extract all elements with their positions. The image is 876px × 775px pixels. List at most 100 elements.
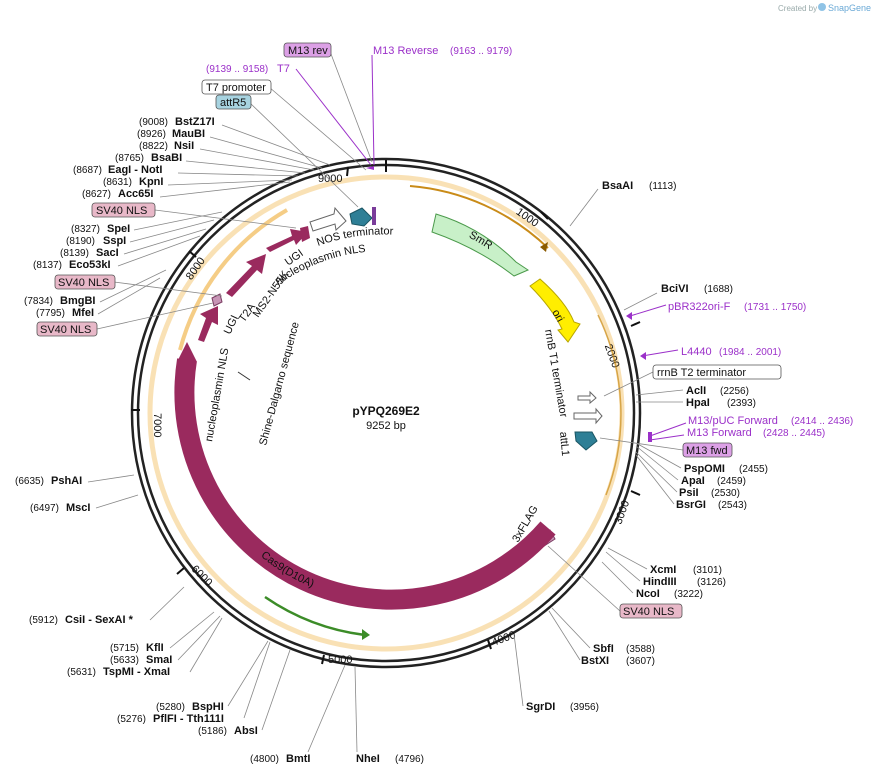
tick-label-3000: 3000 (613, 499, 633, 526)
site-bstxi: BstXI (581, 655, 609, 667)
m13-fwd-box (682, 442, 733, 458)
site-nhei: NheI (356, 753, 380, 765)
svg-text:(5280): (5280) (156, 702, 185, 713)
plasmid-length: 9252 bp (366, 420, 406, 432)
svg-text:(1113): (1113) (649, 181, 676, 192)
site-bsrgi: BsrGI (676, 499, 706, 511)
site-csii-sexai: CsiI - SexAI * (65, 614, 134, 626)
svg-text:(8139): (8139) (60, 248, 89, 259)
svg-text:(2530): (2530) (711, 488, 740, 499)
site-sspi: SspI (103, 235, 126, 247)
snapgene-credit: Created by SnapGene (778, 3, 871, 13)
svg-text:(5276): (5276) (117, 714, 146, 725)
svg-text:(1984 .. 2001): (1984 .. 2001) (719, 347, 781, 358)
site-mfei: MfeI (72, 307, 94, 319)
shine-dalgarno-marker (237, 371, 251, 381)
svg-text:(8822): (8822) (139, 141, 168, 152)
snapgene-brand: SnapGene (828, 3, 871, 13)
ori-feature-arrow[interactable] (529, 278, 581, 343)
site-msci: MscI (66, 502, 90, 514)
site-pspomi: PspOMI (684, 463, 725, 475)
backbone-highlight (147, 174, 625, 652)
rrnb-t1-terminator-arrow[interactable] (577, 390, 597, 405)
site-apai: ApaI (681, 475, 705, 487)
attr5-label: attR5 (220, 97, 246, 109)
svg-text:(2256): (2256) (720, 386, 749, 397)
site-bstz17i: BstZ17I (175, 116, 215, 128)
primer-m13-reverse: M13 Reverse (373, 45, 438, 57)
left-highlight-arc (178, 208, 288, 351)
cas9-arc[interactable] (174, 358, 556, 610)
site-acc65i: Acc65I (118, 188, 153, 200)
sites-right: BsaAI (1113) BciVI (1688) AclI (2256) Hp… (513, 180, 768, 713)
svg-text:(2543): (2543) (718, 500, 747, 511)
tick-label-2000: 2000 (602, 343, 622, 370)
t7-promoter-box (201, 79, 272, 95)
t7-promoter-label: T7 promoter (206, 82, 266, 94)
svg-text:(7795): (7795) (36, 308, 65, 319)
sv40-nls-label-1: SV40 NLS (96, 205, 147, 217)
shine-dalgarno-label: Shine-Dalgarno sequence (257, 321, 302, 447)
site-absi: AbsI (234, 725, 258, 737)
sites-bottom: (4800) BmtI NheI (4796) (250, 664, 424, 765)
nos-terminator-arrow[interactable] (309, 206, 347, 232)
attr5-box (215, 94, 252, 110)
site-nsii: NsiI (174, 140, 194, 152)
svg-text:(2428 .. 2445): (2428 .. 2445) (763, 428, 825, 439)
primer-m13-puc-forward: M13/pUC Forward (688, 415, 778, 427)
svg-text:(8631): (8631) (103, 177, 132, 188)
rrnb-t2-terminator-arrow[interactable] (573, 407, 603, 425)
svg-text:(9163 .. 9179): (9163 .. 9179) (450, 46, 512, 57)
svg-text:(3607): (3607) (626, 656, 655, 667)
m13-fwd-label: M13 fwd (686, 445, 728, 457)
snapgene-logo-icon (818, 3, 826, 11)
site-bsphi: BspHI (192, 701, 224, 713)
site-kfli: KflI (146, 642, 164, 654)
m13-rev-label: M13 rev (288, 45, 328, 57)
sites-left: (9008) BstZ17I (8926) MauBI (8822) NsiI … (15, 116, 331, 737)
plasmid-name: pYPQ269E2 (352, 404, 420, 418)
nucleoplasmin-nls-arrow-lower[interactable] (198, 306, 218, 342)
site-hpai: HpaI (686, 397, 710, 409)
ori-label: ori (549, 308, 566, 325)
sv40-nls-box-4 (619, 603, 683, 619)
attl1-label: attL1 (557, 431, 571, 456)
site-sgrdi: SgrDI (526, 701, 555, 713)
sv40-nls-label-3: SV40 NLS (40, 324, 91, 336)
site-ncoi: NcoI (636, 588, 660, 600)
svg-text:(8765): (8765) (115, 153, 144, 164)
site-sbfi: SbfI (593, 643, 614, 655)
svg-text:(2455): (2455) (739, 464, 768, 475)
smr-feature-arrow[interactable] (431, 213, 530, 277)
attr5-arrow[interactable] (349, 207, 373, 227)
primer-l4440: L4440 (681, 346, 712, 358)
tick-label-7000: 7000 (151, 413, 163, 437)
svg-text:(3101): (3101) (693, 565, 722, 576)
site-pflfi-tth111i: PflFI - Tth111I (153, 713, 224, 725)
green-feature-arc (264, 595, 366, 637)
tick-label-9000: 9000 (318, 173, 342, 185)
sv40-nls-label-2: SV40 NLS (58, 277, 109, 289)
svg-text:(5631): (5631) (67, 667, 96, 678)
attl1-arrow[interactable] (574, 431, 598, 451)
svg-text:(8627): (8627) (82, 189, 111, 200)
sv40-nls-box-3 (36, 321, 98, 337)
rrnb-t2-label: rrnB T2 terminator (657, 367, 746, 379)
cas9-arrowhead (177, 342, 197, 362)
site-bsaai: BsaAI (602, 180, 633, 192)
ugi-arrow[interactable] (266, 229, 308, 252)
ms2-arrow[interactable] (226, 254, 266, 297)
svg-text:(4800): (4800) (250, 754, 279, 765)
site-bmgbi: BmgBI (60, 295, 95, 307)
svg-text:(3588): (3588) (626, 644, 655, 655)
svg-text:(2414 .. 2436): (2414 .. 2436) (791, 416, 853, 427)
site-eco53ki: Eco53kI (69, 259, 111, 271)
site-maubi: MauBI (172, 128, 205, 140)
svg-text:(3126): (3126) (697, 577, 726, 588)
sv40-nls-box-2 (54, 274, 116, 290)
nucleoplasmin-nls-arrow-upper[interactable] (300, 226, 310, 242)
primer-pbr322ori-f: pBR322ori-F (668, 301, 731, 313)
tick-label-4000: 4000 (490, 629, 517, 649)
svg-text:(5912): (5912) (29, 615, 58, 626)
